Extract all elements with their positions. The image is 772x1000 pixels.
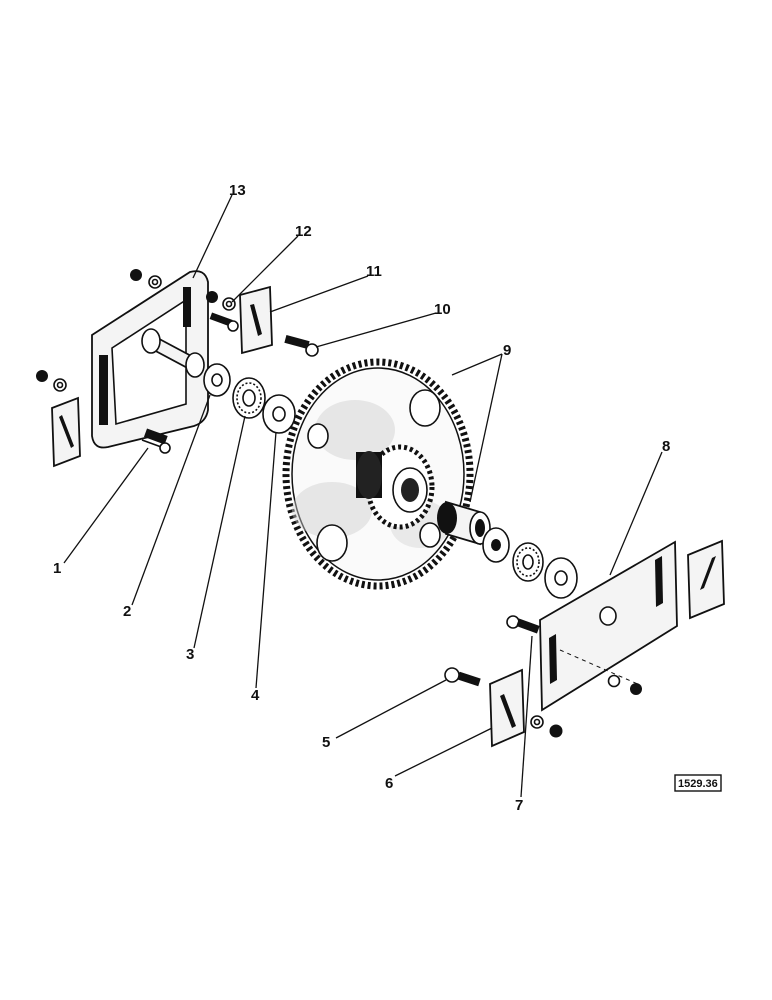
callout-3: 3	[186, 646, 194, 663]
callout-10: 10	[434, 301, 451, 318]
frame-slot-top	[183, 287, 191, 327]
sprocket-hub	[356, 444, 435, 530]
bolt-7	[506, 615, 540, 634]
nut-left-side	[36, 370, 67, 392]
callout-13: 13	[229, 182, 246, 199]
leader-lines	[63, 194, 663, 798]
right-thrust-bearing	[512, 542, 544, 582]
nut-washer-12	[206, 291, 236, 311]
right-washer-b	[544, 557, 578, 599]
callout-numbers: 13 12 11 10 9 8 1 2 3 4 5 6 7	[53, 182, 670, 814]
nut-top-left	[130, 269, 162, 289]
bolt-10	[284, 335, 319, 357]
callout-7: 7	[515, 797, 523, 814]
callout-12: 12	[295, 223, 312, 240]
right-slotted-clip	[687, 539, 725, 620]
washer-4	[262, 394, 296, 434]
bolt-near-12	[209, 312, 239, 332]
thrust-bearing-3	[232, 377, 266, 419]
callout-1: 1	[53, 560, 61, 577]
mounting-plate-8	[539, 540, 678, 712]
nut-washer-plate	[607, 674, 642, 695]
callout-6: 6	[385, 775, 393, 792]
frame-slot-left	[99, 355, 108, 425]
nut-washer-bottom	[530, 715, 563, 738]
bolt-1	[141, 428, 171, 454]
callout-9: 9	[503, 342, 511, 359]
slotted-clip-11	[239, 285, 273, 355]
callout-4: 4	[251, 687, 260, 704]
bearing-housing-frame	[91, 270, 209, 449]
needle-bushing	[437, 500, 491, 546]
callout-2: 2	[123, 603, 131, 620]
callout-5: 5	[322, 734, 330, 751]
bolt-5	[444, 667, 481, 687]
slotted-clip-6	[489, 668, 525, 748]
figure-label: 1529.36	[674, 774, 722, 792]
callout-8: 8	[662, 438, 670, 455]
washer-2	[203, 363, 231, 397]
figure-label-text: 1529.36	[678, 778, 718, 790]
callout-11: 11	[366, 263, 382, 280]
right-washer-a	[482, 527, 510, 563]
left-slotted-clip	[51, 396, 81, 468]
